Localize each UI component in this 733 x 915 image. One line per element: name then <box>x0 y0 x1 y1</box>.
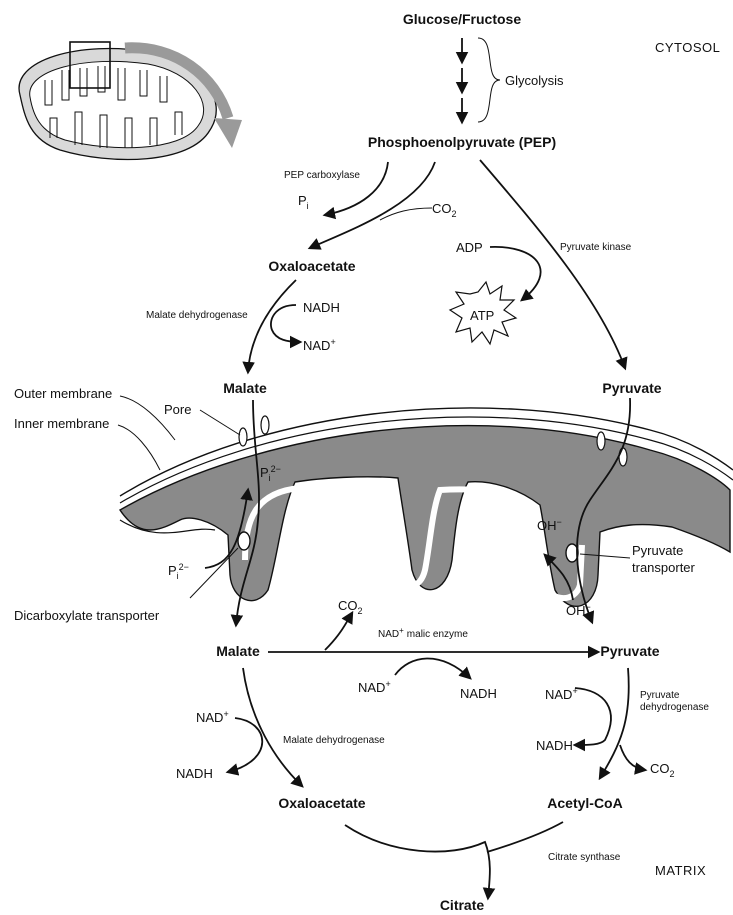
label-malic-enzyme: NAD+malic enzyme <box>378 626 468 640</box>
pore-1 <box>239 428 247 446</box>
label-pyruvate-cyto: Pyruvate <box>602 380 661 396</box>
label-pi-matrix: Pi2− <box>168 562 189 581</box>
label-malate-cyto: Malate <box>223 380 267 396</box>
glycolysis-brace <box>478 38 500 122</box>
label-malate-dh-matrix: Malate dehydrogenase <box>283 735 385 746</box>
label-co2-cyto: CO2 <box>432 201 457 219</box>
label-co2-pdh: CO2 <box>650 761 675 779</box>
region-matrix: MATRIX <box>655 863 706 878</box>
label-outer-membrane: Outer membrane <box>14 386 112 401</box>
label-pore: Pore <box>164 402 191 417</box>
label-inner-membrane: Inner membrane <box>14 416 109 431</box>
label-nad-pdh: NAD+ <box>545 686 578 702</box>
label-citrate-synthase: Citrate synthase <box>548 852 621 863</box>
label-oxaloacetate-cyto: Oxaloacetate <box>268 258 355 274</box>
label-glucose: Glucose/Fructose <box>403 11 521 27</box>
label-pyruvate-kinase: Pyruvate kinase <box>560 242 632 253</box>
region-cytosol: CYTOSOL <box>655 40 720 55</box>
label-nad-mdh-matrix: NAD+ <box>196 709 229 725</box>
label-nadh-cyto: NADH <box>303 300 340 315</box>
label-nadh-malic: NADH <box>460 686 497 701</box>
dicarboxylate-transporter <box>238 532 250 550</box>
label-nad-malic: NAD+ <box>358 679 391 695</box>
label-pyruvate-dh-1: Pyruvate <box>640 690 680 701</box>
pore-2 <box>261 416 269 434</box>
label-pep: Phosphoenolpyruvate (PEP) <box>368 134 556 150</box>
label-dicarboxylate-transporter: Dicarboxylate transporter <box>14 608 160 623</box>
label-glycolysis: Glycolysis <box>505 73 564 88</box>
label-pep-carboxylase: PEP carboxylase <box>284 170 360 181</box>
label-atp: ATP <box>470 308 494 323</box>
mitochondrion-thumbnail <box>19 42 242 160</box>
label-pyruvate-matrix: Pyruvate <box>600 643 659 659</box>
label-co2-malic: CO2 <box>338 598 363 616</box>
label-citrate: Citrate <box>440 897 485 913</box>
label-nad-cyto: NAD+ <box>303 337 336 353</box>
label-oxaloacetate-matrix: Oxaloacetate <box>278 795 365 811</box>
label-nadh-mdh-matrix: NADH <box>176 766 213 781</box>
label-malate-matrix: Malate <box>216 643 260 659</box>
label-adp: ADP <box>456 240 483 255</box>
label-nadh-pdh: NADH <box>536 738 573 753</box>
label-oh-matrix: OH− <box>566 602 591 618</box>
mitochondrial-membranes <box>120 408 733 606</box>
label-pyruvate-transporter-2: transporter <box>632 560 696 575</box>
pore-3 <box>597 432 605 450</box>
label-acetyl-coa: Acetyl-CoA <box>547 795 622 811</box>
label-pyruvate-dh-2: dehydrogenase <box>640 702 709 713</box>
label-pyruvate-transporter-1: Pyruvate <box>632 543 683 558</box>
label-pi-cyto: Pi <box>298 193 309 211</box>
pore-4 <box>619 448 627 466</box>
label-malate-dh-cyto: Malate dehydrogenase <box>146 310 248 321</box>
